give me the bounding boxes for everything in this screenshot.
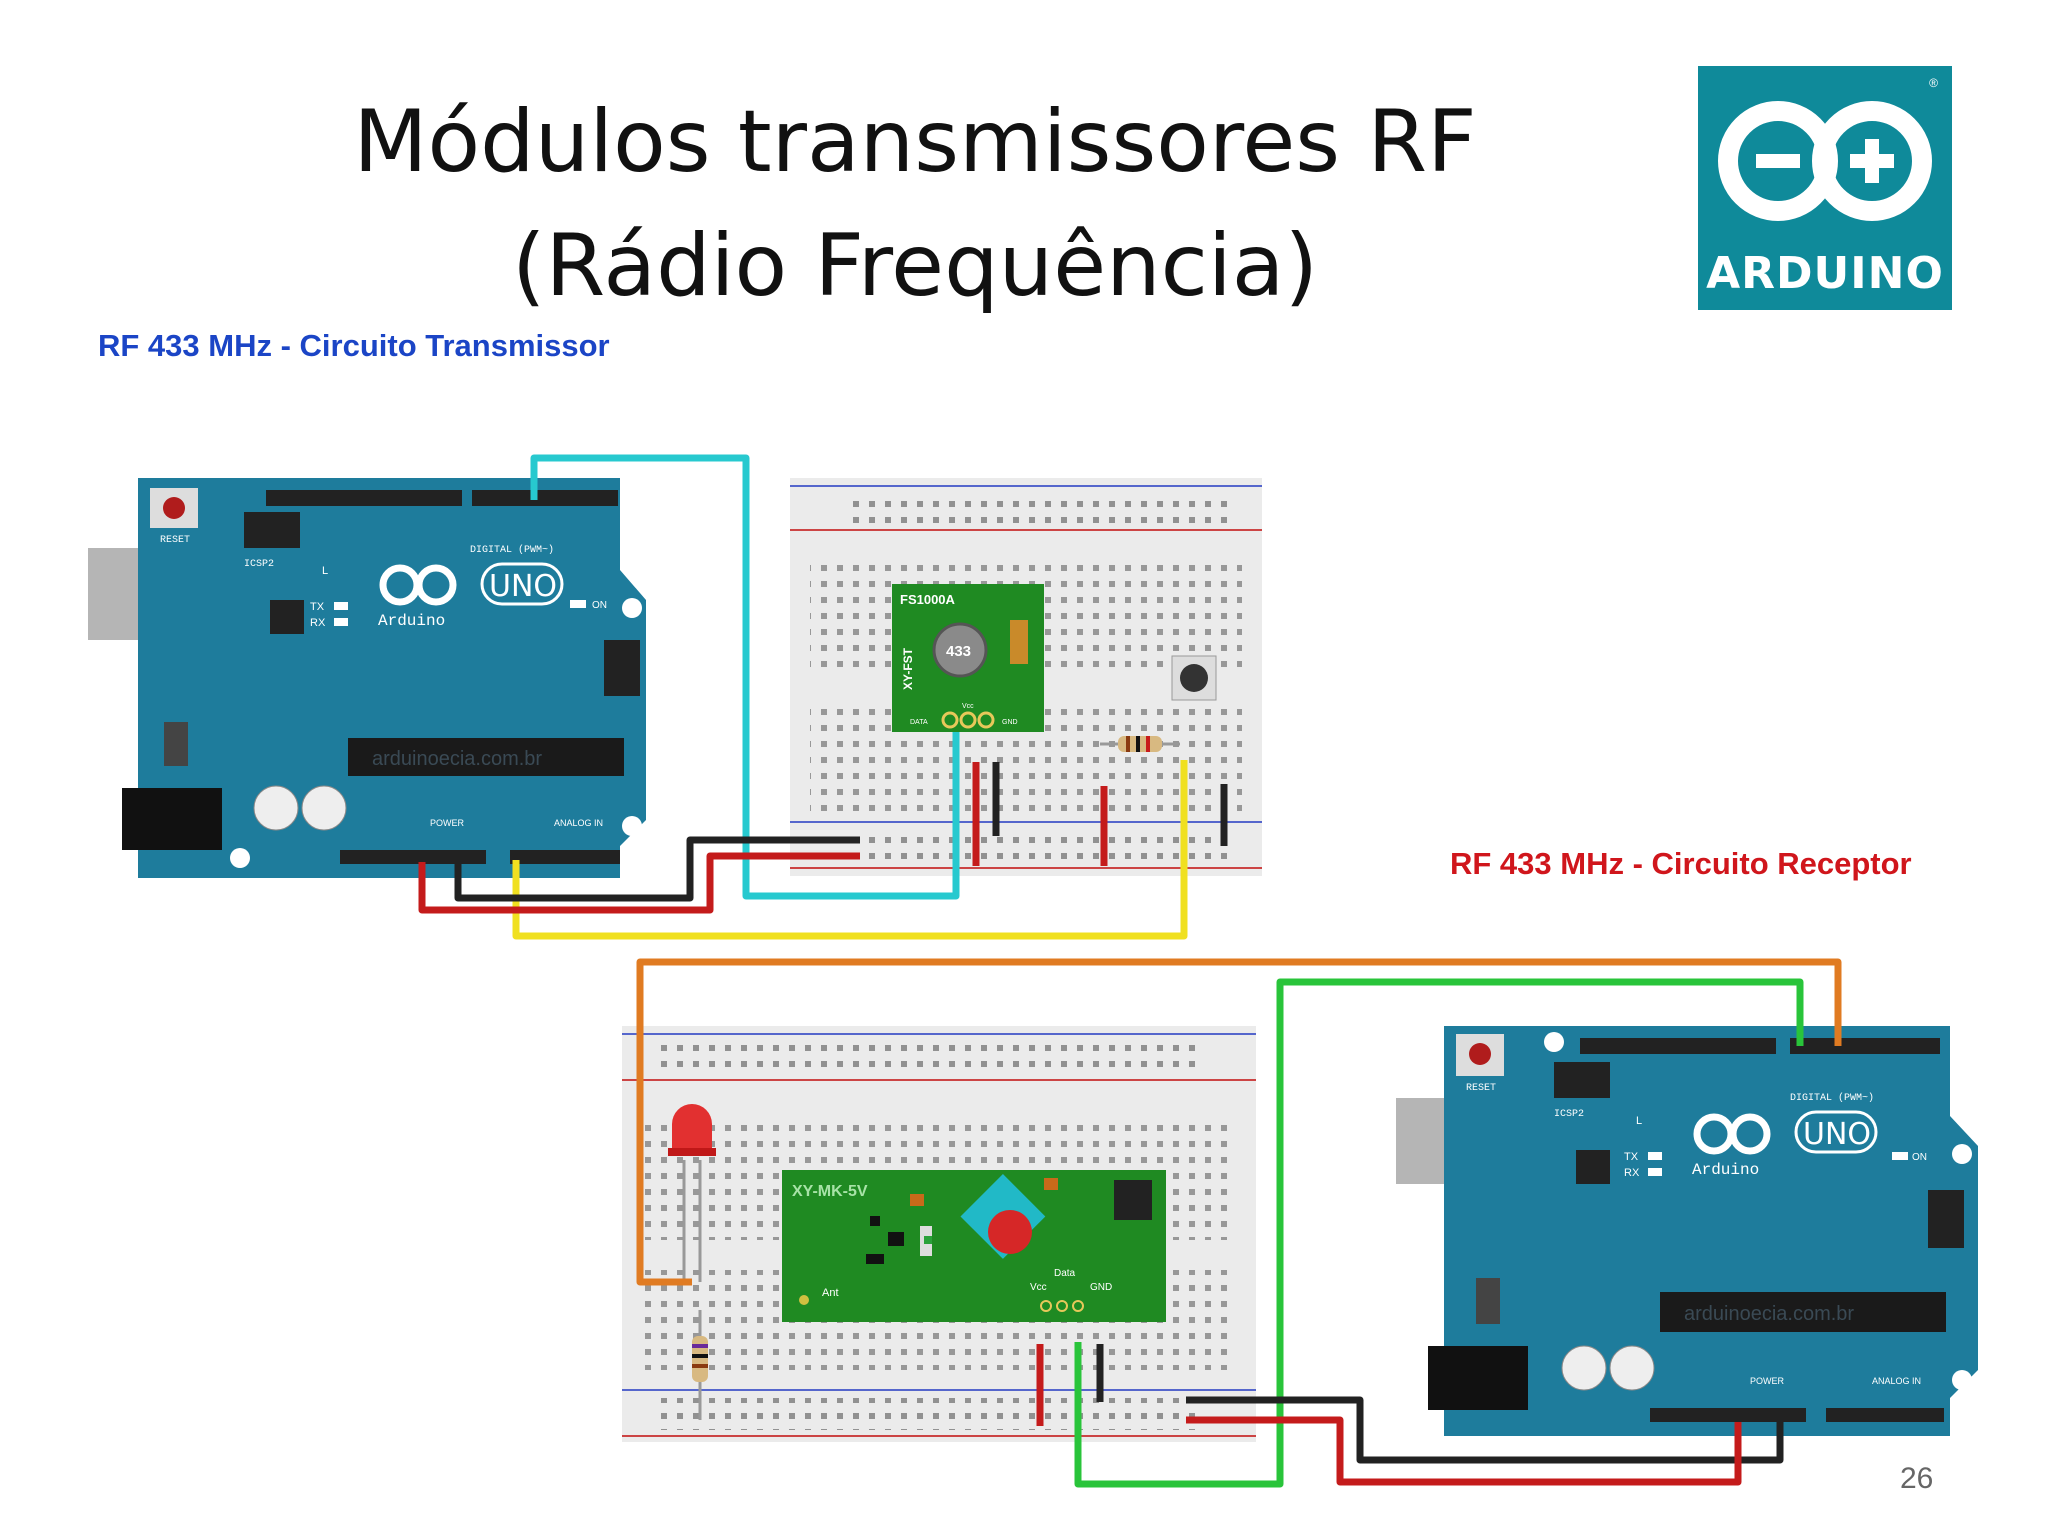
- tx-label: TX: [310, 601, 325, 613]
- on-label-2: ON: [1912, 1152, 1927, 1163]
- xy-mk-5v-module: XY-MK-5V Ant Vcc Data GND: [782, 1170, 1166, 1322]
- breadboard-transmitter: [790, 478, 1262, 876]
- resistor-receiver: [692, 1310, 708, 1420]
- icsp-label-2: ICSP2: [1554, 1109, 1584, 1120]
- power-label: POWER: [430, 818, 465, 828]
- reset-label: RESET: [160, 535, 190, 546]
- arduino-board-receiver: RESET ICSP2 DIGITAL (PWM~) UNO Arduino T…: [1396, 1026, 1978, 1436]
- slide-title: Módulos transmissores RF (Rádio Frequênc…: [240, 80, 1590, 328]
- title-line-2: (Rádio Frequência): [511, 216, 1319, 316]
- receiver-heading: RF 433 MHz - Circuito Receptor: [1450, 846, 1912, 881]
- fs1000a-module: FS1000A XY-FST 433 DATA Vcc GND: [892, 584, 1044, 732]
- pin-data-label: DATA: [910, 719, 928, 726]
- arduino-logo: ® ARDUINO: [1698, 66, 1952, 310]
- page-number: 26: [1900, 1462, 1934, 1495]
- resistor-transmitter: [1100, 736, 1180, 752]
- tx-label-2: TX: [1624, 1151, 1639, 1163]
- arduino-board-transmitter: RESET ICSP2 DIGITAL (PWM~) UNO Arduino T…: [88, 478, 646, 878]
- push-button: [1171, 655, 1217, 701]
- rx-label-2: RX: [1624, 1167, 1640, 1179]
- watermark-2: arduinoecia.com.br: [1684, 1303, 1854, 1325]
- transmitter-heading: RF 433 MHz - Circuito Transmissor: [98, 328, 610, 363]
- ant-label: Ant: [822, 1287, 839, 1299]
- on-label: ON: [592, 600, 607, 611]
- uno-label-2: UNO: [1803, 1117, 1871, 1152]
- transmitter-wires: [418, 454, 1228, 940]
- digital-label: DIGITAL (PWM~): [470, 544, 554, 556]
- xy-fst-label: XY-FST: [901, 647, 915, 690]
- l-label-2: L: [1636, 1115, 1642, 1127]
- uno-label: UNO: [489, 569, 557, 604]
- digital-label-2: DIGITAL (PWM~): [1790, 1092, 1874, 1104]
- receiver-wires: [636, 958, 1842, 1488]
- pin-gnd-label: GND: [1002, 719, 1018, 726]
- registered-mark: ®: [1929, 76, 1938, 90]
- pin-vcc-label: Vcc: [962, 703, 974, 710]
- logo-text: ARDUINO: [1706, 248, 1944, 299]
- power-label-2: POWER: [1750, 1376, 1785, 1386]
- rx-pin-data-label: Data: [1054, 1268, 1076, 1279]
- crystal-label: 433: [946, 643, 971, 660]
- reset-label-2: RESET: [1466, 1083, 1496, 1094]
- rx-pin-gnd-label: GND: [1090, 1282, 1112, 1293]
- l-label: L: [322, 565, 328, 577]
- rx-pin-vcc-label: Vcc: [1030, 1282, 1047, 1293]
- arduino-brand: Arduino: [378, 612, 445, 630]
- arduino-brand-2: Arduino: [1692, 1161, 1759, 1179]
- title-line-1: Módulos transmissores RF: [353, 92, 1477, 192]
- icsp-label: ICSP2: [244, 559, 274, 570]
- fs1000a-label: FS1000A: [900, 592, 956, 607]
- led: [668, 1104, 716, 1282]
- uno-infinity-icon: [379, 564, 457, 606]
- rx-label: RX: [310, 617, 326, 629]
- watermark: arduinoecia.com.br: [372, 748, 542, 770]
- xy-mk-5v-label: XY-MK-5V: [792, 1183, 868, 1200]
- analog-label-2: ANALOG IN: [1872, 1376, 1921, 1386]
- analog-label: ANALOG IN: [554, 818, 603, 828]
- infinity-icon: [1718, 101, 1932, 221]
- uno-infinity-icon-2: [1693, 1113, 1771, 1155]
